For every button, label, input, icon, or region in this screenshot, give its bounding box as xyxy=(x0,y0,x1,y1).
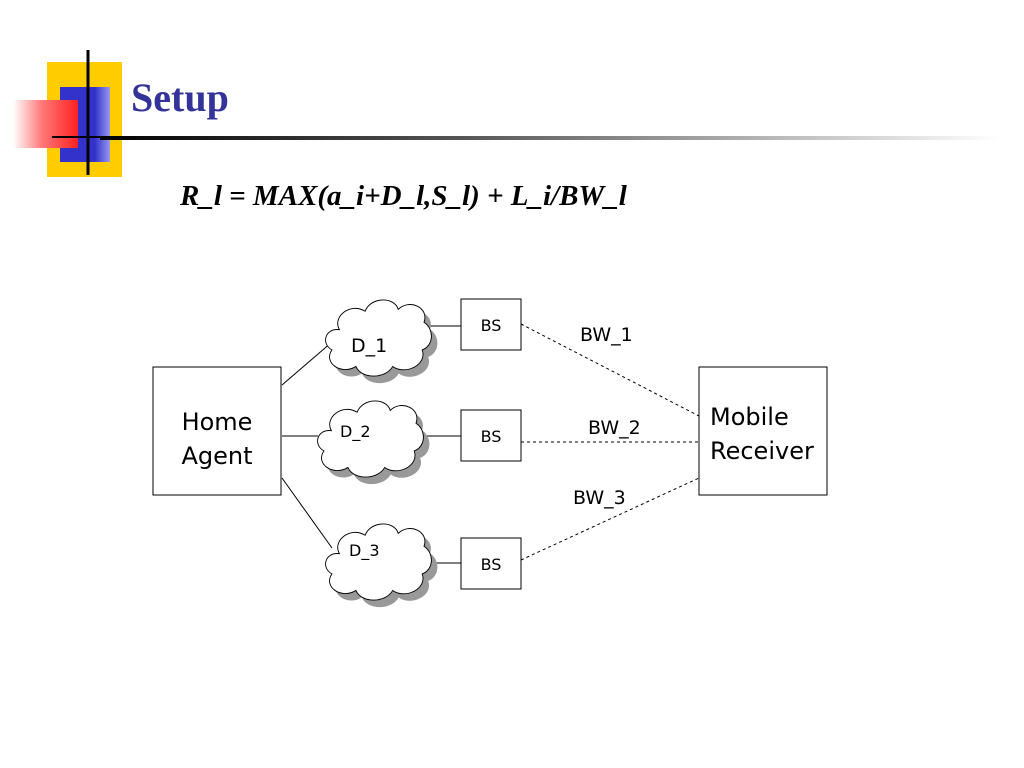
base-station-2: BS xyxy=(460,409,522,462)
bandwidth-label-1: BW_1 xyxy=(580,324,633,346)
bandwidth-label-2: BW_2 xyxy=(588,417,641,439)
mobile-receiver-box: Mobile Receiver xyxy=(698,366,828,496)
wireless-link-3 xyxy=(520,477,700,561)
cloud-d2: D_2 xyxy=(317,400,430,485)
mobile-receiver-label-line2: Receiver xyxy=(710,437,814,465)
base-station-1: BS xyxy=(460,298,522,351)
home-agent-label-line1: Home xyxy=(182,408,253,436)
title-underline xyxy=(100,136,1000,140)
cloud-d3-label: D_3 xyxy=(349,541,380,561)
bandwidth-label-3: BW_3 xyxy=(573,487,626,509)
mobile-receiver-label-line1: Mobile xyxy=(710,403,789,431)
base-station-3: BS xyxy=(460,537,522,590)
base-station-1-label: BS xyxy=(481,316,502,335)
home-agent-box: Home Agent xyxy=(152,366,282,496)
page-title: Setup xyxy=(131,75,229,120)
home-agent-label-line2: Agent xyxy=(181,442,252,470)
cloud-d1-label: D_1 xyxy=(351,335,387,357)
link-home-d1 xyxy=(281,341,333,386)
link-home-d3 xyxy=(281,477,333,549)
cloud-d1: D_1 xyxy=(325,299,438,384)
base-station-3-label: BS xyxy=(481,555,502,574)
logo-red-square xyxy=(13,100,78,148)
slide-logo xyxy=(13,50,130,177)
cloud-d2-label: D_2 xyxy=(340,422,371,442)
base-station-2-label: BS xyxy=(481,427,502,446)
cloud-d3: D_3 xyxy=(325,523,438,608)
formula: R_l = MAX(a_i+D_l,S_l) + L_i/BW_l xyxy=(180,180,627,212)
